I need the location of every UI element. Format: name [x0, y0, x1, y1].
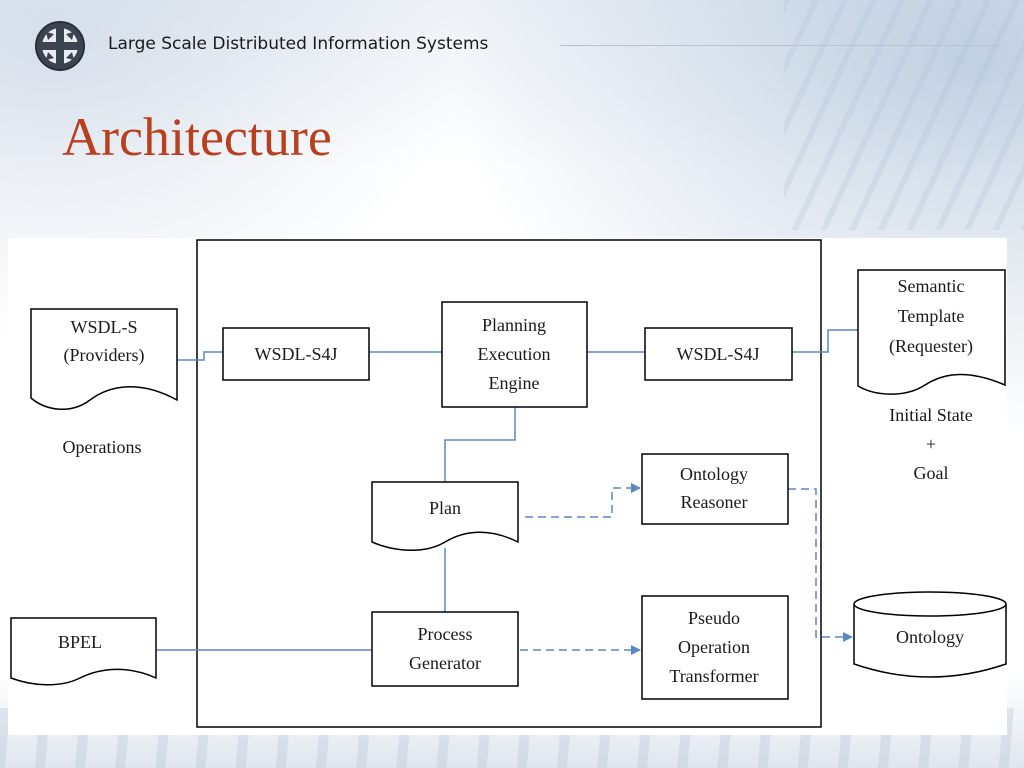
initial-state-label: Initial State + Goal — [889, 405, 972, 483]
wsdl-s-document — [30, 308, 178, 411]
label-line: Engine — [489, 373, 540, 393]
label-line: (Providers) — [64, 345, 145, 366]
label-line: Execution — [478, 344, 551, 364]
label-line: Plan — [429, 498, 461, 518]
label-line: + — [926, 434, 936, 454]
label-line: Template — [898, 306, 965, 326]
ontology-label: Ontology — [896, 627, 964, 647]
wsdl-s4j-right-box — [644, 327, 793, 381]
semantic-template-document — [857, 269, 1006, 395]
plan-label: Plan — [429, 498, 461, 518]
label-line: WSDL-S — [71, 317, 138, 337]
label-line: Pseudo — [688, 608, 740, 628]
label-line: WSDL-S4J — [676, 344, 759, 364]
label-line: Planning — [482, 315, 546, 335]
label-line: Operation — [678, 637, 750, 657]
arrow-reasoner-to-ontology — [788, 488, 853, 642]
label-line: Initial State — [889, 405, 972, 425]
label-line: Ontology — [680, 464, 748, 484]
wsdl-s-label: WSDL-S (Providers) — [64, 317, 145, 366]
label-line: WSDL-S4J — [254, 344, 337, 364]
bpel-document — [10, 617, 157, 686]
wsdl-s4j-right-label: WSDL-S4J — [676, 344, 759, 364]
label-line: Process — [418, 624, 473, 644]
planning-engine-box — [441, 301, 588, 408]
operations-label: Operations — [63, 437, 142, 457]
label-line: BPEL — [58, 632, 102, 652]
label-line: Generator — [409, 653, 481, 673]
label-line: Semantic — [898, 276, 965, 296]
ontology-reasoner-box — [641, 453, 789, 525]
connector-wsdl-s-to-s4j — [177, 351, 223, 361]
header-divider — [560, 45, 1000, 46]
label-line: Transformer — [669, 666, 758, 686]
label-line: Goal — [914, 463, 949, 483]
system-boundary — [196, 239, 822, 728]
ontology-database — [853, 591, 1007, 678]
label-line: Ontology — [896, 627, 964, 647]
compass-logo-icon — [35, 21, 85, 71]
header-title: Large Scale Distributed Information Syst… — [108, 34, 489, 54]
pseudo-transformer-box — [641, 595, 789, 700]
label-line: Operations — [63, 437, 142, 457]
label-line: Reasoner — [681, 492, 748, 512]
wsdl-s4j-left-box — [222, 327, 370, 381]
arrow-plan-to-reasoner — [525, 483, 641, 518]
connector-s4j-to-template — [792, 329, 858, 353]
label-line: (Requester) — [889, 336, 973, 357]
slide-title: Architecture — [62, 107, 332, 167]
connector-engine-to-plan — [444, 407, 516, 482]
bpel-label: BPEL — [58, 632, 102, 652]
background-decoration — [784, 0, 1024, 230]
plan-document — [371, 481, 519, 551]
process-generator-box — [371, 611, 519, 687]
wsdl-s4j-left-label: WSDL-S4J — [254, 344, 337, 364]
